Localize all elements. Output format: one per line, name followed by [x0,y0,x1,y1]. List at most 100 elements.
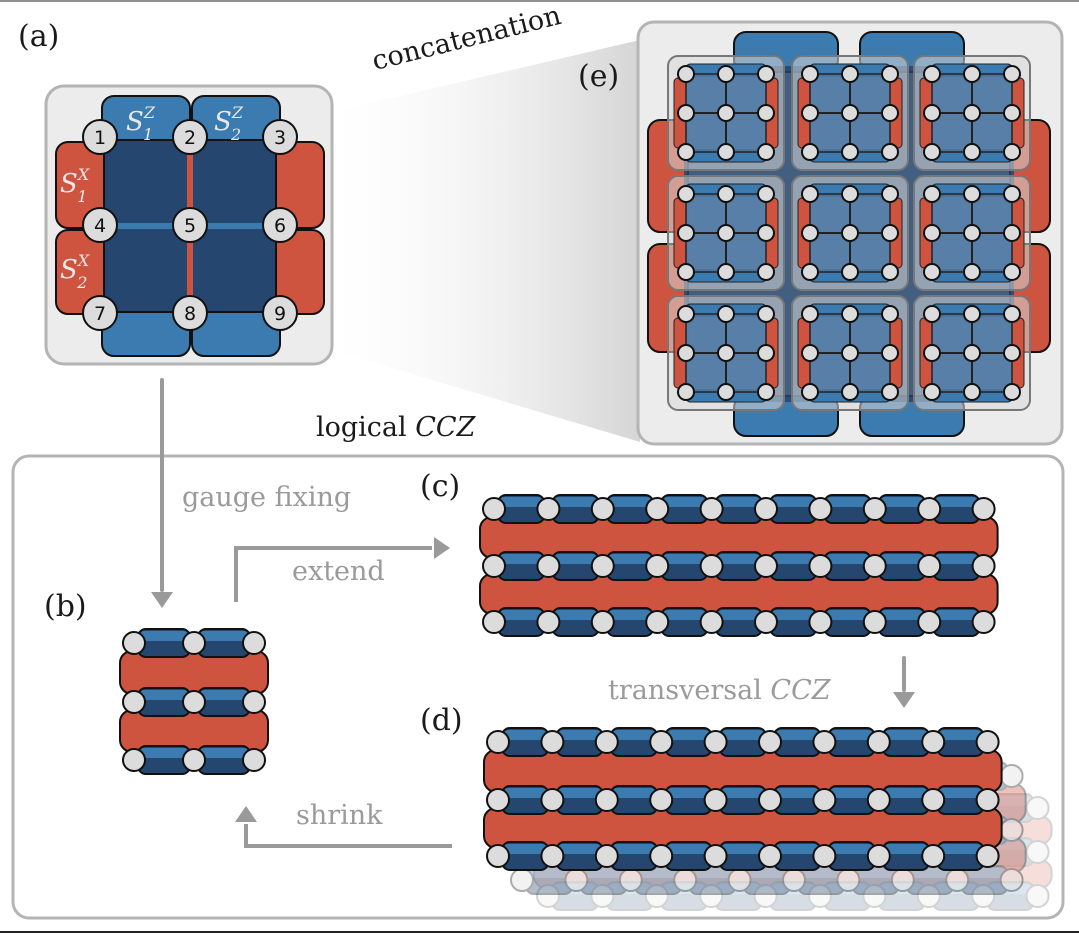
stabilizer-x2-label-sup: X [76,251,90,270]
gauge-fixing-arrow-head [151,592,173,608]
transversal-gate-name: CCZ [770,675,831,706]
panel-d-ghost-back-gauge-cell [931,881,981,911]
qubit-node [172,119,208,155]
panel-d-ghost-back-z-cap [989,796,1032,806]
sub-qubit-node [757,383,775,401]
panel-d-front-qubit [540,844,565,868]
panel-d-front-qubit [921,788,946,812]
panel-c-z-cap [772,554,815,564]
panel-d-front-qubit [486,844,510,868]
sub-qubit-node [801,143,819,161]
panel-d-ghost-back-z-cap [771,884,814,894]
panel-d-ghost-back-qubit [590,884,615,908]
panel-d-front-z-cap [830,844,873,854]
panel-c-z-cap [826,554,869,564]
panel-d-ghost-back-qubit [644,884,669,908]
panel-c-qubit [482,497,506,521]
panel-d-front-qubit [758,730,782,754]
panel-b-z-cap [140,748,188,758]
panel-d-ghost-back-qubit [699,884,724,908]
sub-qubit-node [1003,305,1021,323]
sub-qubit-node [677,143,695,161]
panel-d-ghost-back-z-cap [826,884,869,894]
panel-c-z-cap [663,610,706,620]
panel-c-qubit [590,554,615,578]
panel-c-qubit [754,610,778,634]
panel-d-front-z-cap [884,788,928,798]
sub-qubit-node [1003,143,1021,161]
sub-qubit-node [963,143,981,161]
panel-d-ghost-back-z-cap [717,884,760,894]
sub-qubit-node [677,383,695,401]
panel-d-ghost-back-z-cap [934,884,978,894]
panel-d-front-z-cap [776,788,819,798]
stabilizer-x1-label-sup: X [76,165,90,184]
panel-d-ghost-back-gauge-cell [823,881,872,911]
qubit-node [82,295,118,331]
panel-c-z-cap [717,554,760,564]
qubit-number: 5 [184,215,196,237]
logical-label-prefix: logical [316,412,416,443]
sub-qubit-node [801,344,819,362]
panel-d-front-qubit [703,788,728,812]
sub-qubit-node [881,143,899,161]
panel-d-front-z-cap [830,730,873,740]
panel-c-qubit [754,554,778,578]
stabilizer-x2-label-sub: 2 [76,273,87,292]
panel-d-ghost-mid-qubit [673,868,698,892]
panel-b-qubit [242,631,266,655]
panel-d-ghost-back-gauge-cell [605,881,654,911]
transversal-label-prefix: transversal [608,675,771,706]
qubit-number: 3 [274,127,286,149]
panel-d-front-qubit [812,844,837,868]
sub-qubit-node [757,185,775,203]
sub-block [791,295,909,411]
panel-d-ghost-back-qubit [753,884,778,908]
panel-b-x-bar [119,709,269,753]
sub-qubit-node [963,224,981,242]
panel-c-z-cap [608,497,652,507]
sub-qubit-node [717,383,735,401]
sub-block [913,295,1031,411]
panel-c-qubit [699,610,724,634]
panel-d-front-z-cap [612,788,656,798]
qubit-node [172,207,208,243]
sub-qubit-node [881,383,899,401]
panel-d-ghost-back-z-cap [554,884,597,894]
sub-qubit-node [1003,185,1021,203]
panel-d-front-qubit [921,730,946,754]
panel-d-front-group [483,727,1003,871]
panel-c-qubit [590,610,615,634]
sub-block [667,295,785,411]
panel-d-front-qubit [975,844,1000,868]
panel-d-front-z-cap [776,730,819,740]
panel-d-ghost-back-gauge-cell [551,881,600,911]
panel-d-ghost-back-z-cap [880,884,923,894]
panel-d-front-qubit [703,844,728,868]
panel-b-z-cap [200,631,248,641]
panel-b-z-cap [140,690,188,700]
panel-d-front-qubit [594,730,619,754]
sub-block [913,55,1031,171]
qubit-number: 8 [184,303,196,325]
sub-qubit-node [717,344,735,362]
transversal-ccz-label: transversal CCZ [608,677,831,704]
panel-c-qubit [917,610,942,634]
panel-c-qubit [971,497,996,521]
panel-d-ghost-back-qubit [916,884,941,908]
panel-b-qubit [122,748,146,772]
sub-qubit-node [923,104,941,122]
panel-c-z-cap [772,497,815,507]
panel-c-qubit [536,610,561,634]
extend-arrow-head [434,537,450,559]
panel-d-front-z-cap [558,788,601,798]
sub-qubit-node [1003,344,1021,362]
qubit-number: 7 [94,303,106,325]
panel-d-front-z-cap [504,730,547,740]
panel-c-qubit [917,554,942,578]
zoom-cone [332,40,640,442]
panel-d-front-z-cap [776,844,819,854]
panel-d-front-qubit [703,730,728,754]
panel-d-ghost-back-qubit [536,884,560,908]
sub-qubit-node [841,263,859,281]
